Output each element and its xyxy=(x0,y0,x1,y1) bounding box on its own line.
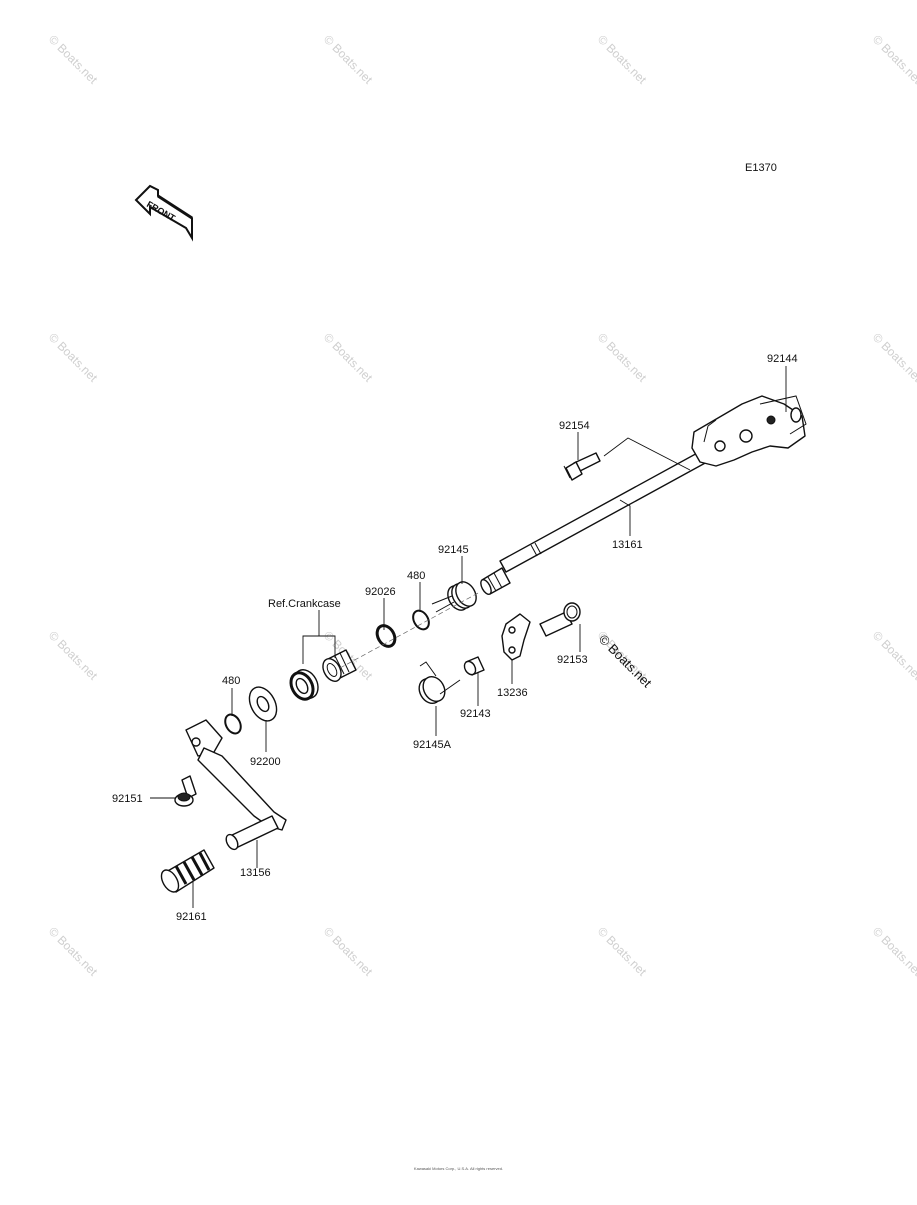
label-13236: 13236 xyxy=(497,687,528,699)
oil-seal xyxy=(289,669,319,701)
collar-92143 xyxy=(463,656,485,676)
watermark: © Boats.net xyxy=(595,330,650,385)
assembly-axis xyxy=(339,591,481,669)
lever-13236 xyxy=(501,613,531,661)
watermark: © Boats.net xyxy=(46,330,101,385)
front-arrow-icon: FRONT xyxy=(134,184,193,242)
part-labels: 92144 92154 13161 92145 480 92026 Ref.Cr… xyxy=(112,353,798,923)
label-92200: 92200 xyxy=(250,756,281,768)
watermark: © Boats.net xyxy=(870,924,917,979)
label-92145: 92145 xyxy=(438,544,469,556)
footer-line-1: Kawasaki Motors Corp., U.S.A. All rights… xyxy=(413,1166,504,1171)
label-13156: 13156 xyxy=(240,867,271,879)
watermark: © Boats.net xyxy=(46,628,101,683)
washer-92200 xyxy=(248,686,278,722)
watermark: © Boats.net xyxy=(870,32,917,87)
watermark: © Boats.net xyxy=(46,32,101,87)
label-92153: 92153 xyxy=(557,654,588,666)
label-92151: 92151 xyxy=(112,793,143,805)
watermark: © Boats.net xyxy=(870,330,917,385)
watermarks: © Boats.net © Boats.net © Boats.net © Bo… xyxy=(46,32,917,979)
bolt-92151 xyxy=(174,775,197,807)
washer-92026 xyxy=(375,624,397,648)
label-ref-crankcase: Ref.Crankcase xyxy=(268,598,341,610)
boats-net-mark: © Boats.net xyxy=(596,632,655,691)
diagram-code: E1370 xyxy=(745,162,777,174)
watermark: © Boats.net xyxy=(870,628,917,683)
leader-lines xyxy=(150,366,787,908)
label-92143: 92143 xyxy=(460,708,491,720)
shift-shaft-13161 xyxy=(480,395,807,596)
watermark: © Boats.net xyxy=(46,924,101,979)
watermark: © Boats.net xyxy=(595,924,650,979)
watermark: © Boats.net xyxy=(321,924,376,979)
bolt-92154 xyxy=(563,452,601,481)
label-92161: 92161 xyxy=(176,911,207,923)
label-480-upper: 480 xyxy=(407,570,425,582)
spring-92145 xyxy=(431,581,477,613)
label-92145A: 92145A xyxy=(413,739,452,751)
ref-crankcase-bracket xyxy=(302,610,336,664)
footer: Kawasaki Motors Corp., U.S.A. All rights… xyxy=(0,1166,917,1171)
spring-92145A xyxy=(418,661,461,705)
watermark: © Boats.net xyxy=(321,330,376,385)
needle-bearing xyxy=(322,649,357,682)
watermark: © Boats.net xyxy=(595,32,650,87)
circlip-480-upper xyxy=(412,609,430,631)
footpeg-rubber-92161 xyxy=(160,849,215,893)
label-13161: 13161 xyxy=(612,539,643,551)
label-480-lower: 480 xyxy=(222,675,240,687)
shift-lever-13156 xyxy=(185,719,287,851)
label-92144: 92144 xyxy=(767,353,798,365)
label-92154: 92154 xyxy=(559,420,590,432)
label-92026: 92026 xyxy=(365,586,396,598)
circlip-480-lower xyxy=(224,713,242,735)
watermark: © Boats.net xyxy=(321,32,376,87)
bolt-92153 xyxy=(539,602,581,637)
